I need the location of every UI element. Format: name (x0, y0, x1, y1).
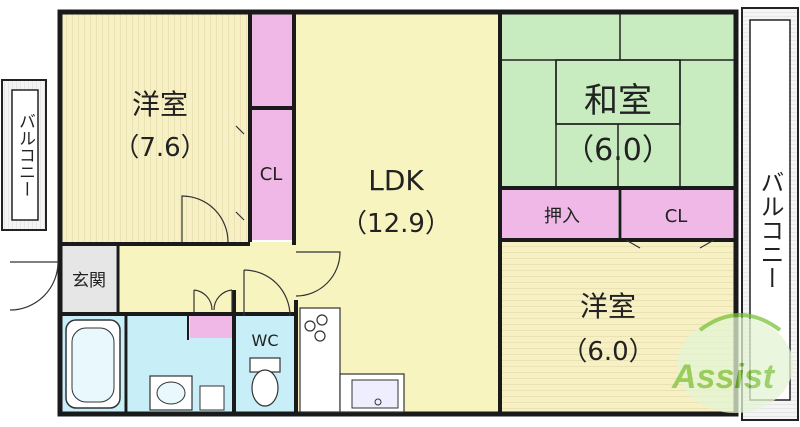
sink-icon (351, 379, 399, 409)
western-right-name: 洋室 (580, 290, 636, 323)
floor-areas (62, 14, 734, 412)
oshiire-label: 押入 (544, 206, 580, 227)
western-left-name: 洋室 (132, 88, 188, 121)
ldk-size: （12.9） (341, 209, 451, 239)
entrance-label: 玄関 (72, 271, 106, 291)
balcony-left (1, 79, 47, 231)
tatami-lines (502, 14, 734, 186)
western-right-size: （6.0） (561, 337, 654, 367)
balcony-left-label: バルコニー (15, 113, 35, 198)
balcony-right-label: バルコニー (756, 170, 784, 290)
walls (57, 9, 739, 417)
western-left-size: （7.6） (113, 133, 206, 163)
bathtub-icon (65, 319, 121, 409)
washbasin-icon (149, 375, 225, 411)
japanese-size: （6.0） (564, 133, 672, 168)
closet-left-label: CL (260, 164, 283, 185)
wc-label: WC (252, 331, 279, 350)
stove-icon (304, 314, 328, 342)
doors (9, 125, 715, 317)
watermark-text: Assist (671, 358, 776, 396)
assist-logo-icon: Assist (671, 313, 793, 413)
closet-right-label: CL (665, 206, 688, 227)
toilet-icon (249, 357, 281, 407)
japanese-name: 和室 (584, 81, 652, 121)
ldk-name: LDK (368, 164, 424, 197)
